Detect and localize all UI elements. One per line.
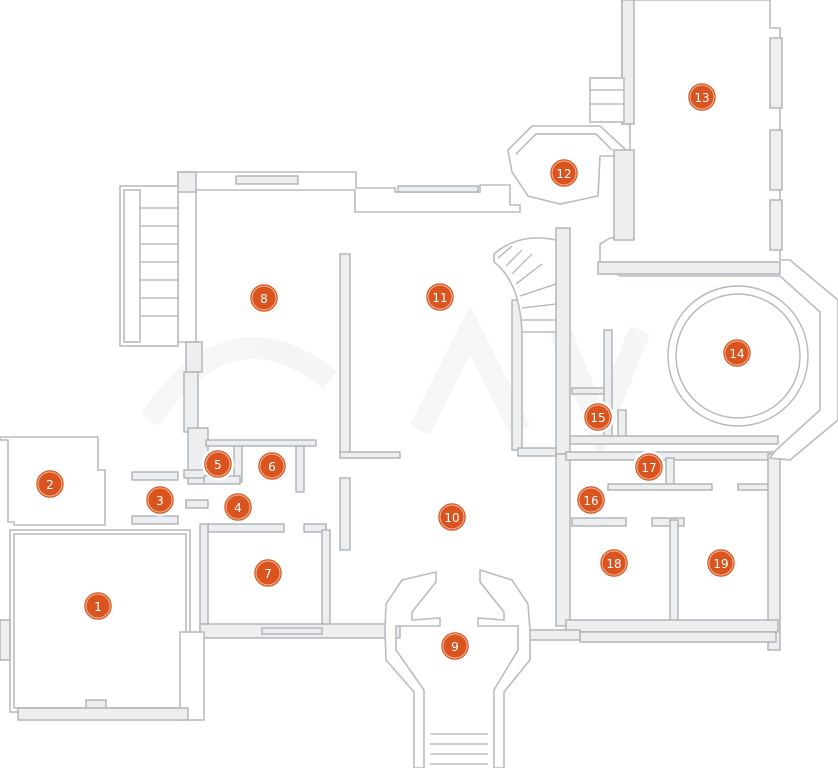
room-number: 7 [264,567,272,581]
room-number: 3 [156,494,164,508]
room-number: 11 [432,291,447,305]
room-marker-dot [33,467,67,501]
room-marker-3: 3 [143,483,177,517]
room-marker-dot [81,589,115,623]
room-marker-7: 7 [251,556,285,590]
room-marker-13: 13 [685,80,719,114]
room-marker-19: 19 [704,546,738,580]
room-marker-17: 17 [632,450,666,484]
room-marker-dot [143,483,177,517]
room-marker-dot [632,450,666,484]
room-number: 10 [444,511,459,525]
spiral-stair [493,237,557,333]
room-marker-inner-ring [689,84,715,110]
room-marker-dot [704,546,738,580]
room-marker-18: 18 [597,546,631,580]
room-marker-dot [597,546,631,580]
room-marker-inner-ring [85,593,111,619]
room-marker-inner-ring [439,504,465,530]
room-marker-inner-ring [225,494,251,520]
room-marker-2: 2 [33,467,67,501]
room-marker-inner-ring [147,487,173,513]
room-number: 5 [214,458,222,472]
room-marker-inner-ring [427,284,453,310]
room-marker-9: 9 [438,629,472,663]
room-marker-inner-ring [585,404,611,430]
room-marker-dot [685,80,719,114]
room-marker-dot [255,449,289,483]
room-number: 19 [713,557,728,571]
room-marker-dot [581,400,615,434]
room-marker-inner-ring [708,550,734,576]
room-number: 17 [641,461,656,475]
room-marker-1: 1 [81,589,115,623]
room-number: 9 [451,640,459,654]
room-number: 16 [583,494,598,508]
room-marker-inner-ring [578,487,604,513]
room-number: 15 [590,411,605,425]
room-number: 18 [606,557,621,571]
west-stair [119,185,179,347]
room-marker-dot [547,156,581,190]
room-marker-dot [251,556,285,590]
room-marker-12: 12 [547,156,581,190]
room-number: 6 [268,460,276,474]
room-number: 2 [46,478,54,492]
room-marker-inner-ring [442,633,468,659]
room-marker-dot [720,336,754,370]
room-marker-inner-ring [551,160,577,186]
room-marker-dot [438,629,472,663]
room-marker-16: 16 [574,483,608,517]
room-marker-10: 10 [435,500,469,534]
room-marker-dot [221,490,255,524]
room-marker-inner-ring [636,454,662,480]
room-marker-inner-ring [37,471,63,497]
room-marker-dot [574,483,608,517]
room-marker-inner-ring [601,550,627,576]
room-marker-inner-ring [251,285,277,311]
room-marker-15: 15 [581,400,615,434]
room-marker-8: 8 [247,281,281,315]
room-marker-inner-ring [255,560,281,586]
room-number: 13 [694,91,709,105]
room-marker-11: 11 [423,280,457,314]
room-marker-dot [247,281,281,315]
room-number: 1 [94,600,102,614]
room-marker-14: 14 [720,336,754,370]
room-marker-dot [423,280,457,314]
room-marker-dot [435,500,469,534]
room-marker-5: 5 [201,447,235,481]
room-number: 8 [260,292,268,306]
room-number: 14 [729,347,744,361]
room-marker-4: 4 [221,490,255,524]
room-marker-dot [201,447,235,481]
room-number: 4 [234,501,242,515]
room-marker-6: 6 [255,449,289,483]
room-number: 12 [556,167,571,181]
room-marker-inner-ring [205,451,231,477]
room-marker-inner-ring [259,453,285,479]
room-marker-inner-ring [724,340,750,366]
entrance-steps [430,733,488,765]
